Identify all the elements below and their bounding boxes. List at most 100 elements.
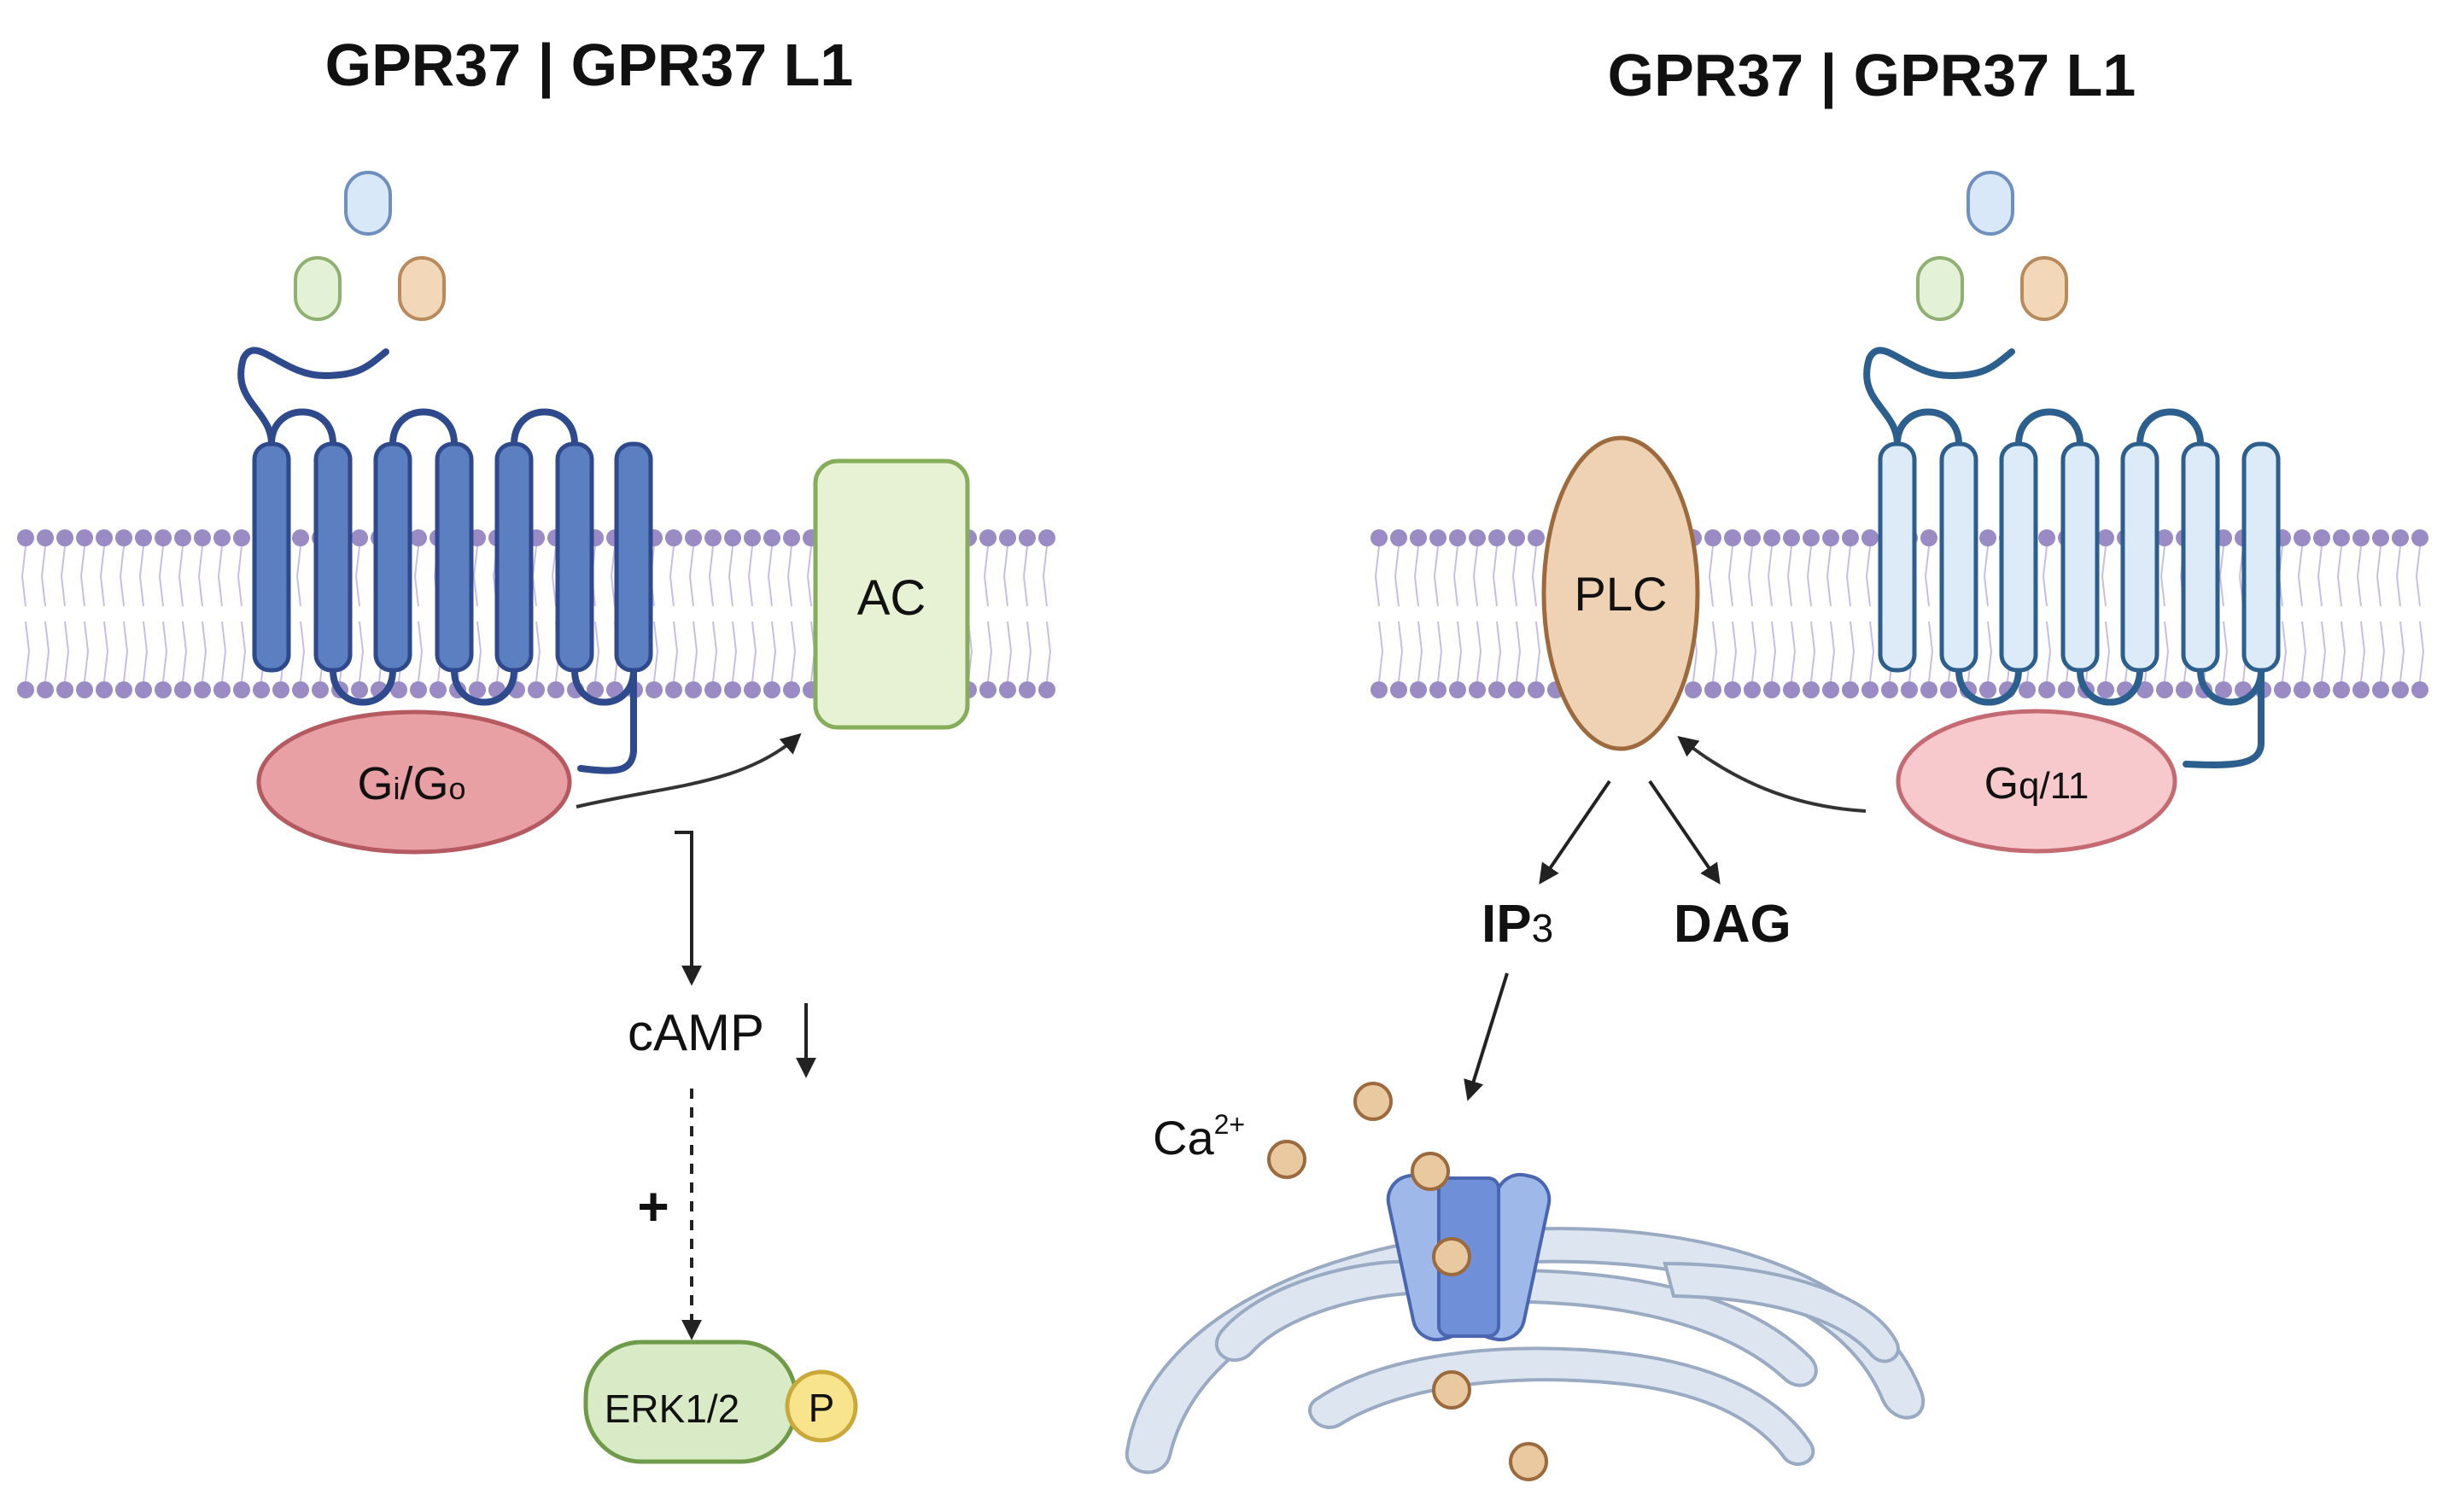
lipid-head <box>744 681 761 698</box>
lipid-head <box>724 681 741 698</box>
lipid-tail <box>791 621 797 682</box>
lipid-tail <box>535 621 541 682</box>
lipid-tail <box>1516 621 1522 682</box>
lipid-head <box>1803 529 1820 546</box>
lipid-head <box>135 529 152 546</box>
lipid-tail <box>1433 546 1439 607</box>
lipid-head <box>1469 529 1486 546</box>
transmembrane-helix <box>555 441 594 673</box>
phosphate-label: P <box>809 1386 835 1430</box>
lipid-head <box>2333 681 2350 698</box>
calcium-ion <box>1432 1370 1471 1410</box>
activation-arrow-gi-to-ac <box>576 733 802 809</box>
lipid-tail <box>221 621 227 682</box>
lipid-tail <box>1535 621 1541 682</box>
lipid-head <box>2392 681 2409 698</box>
transmembrane-helix <box>313 441 353 673</box>
lipid-head <box>1842 681 1859 698</box>
lipid-tail <box>594 621 600 682</box>
lipid-head <box>2372 681 2389 698</box>
plus-sign: + <box>637 1176 669 1237</box>
lipid-head <box>1724 529 1741 546</box>
gi-go-label: Gi/Go <box>357 758 465 809</box>
lipid-head <box>1019 681 1036 698</box>
lipid-head <box>2411 529 2428 546</box>
lipid-tail <box>40 546 46 607</box>
lipid-tail <box>673 621 679 682</box>
lipid-head <box>665 681 682 698</box>
lipid-head <box>1370 681 1388 698</box>
lipid-head <box>1861 681 1879 698</box>
receptor-loops <box>268 408 637 706</box>
lipid-head <box>1390 681 1407 698</box>
lipid-tail <box>1865 546 1871 607</box>
lipid-tail <box>1492 546 1498 607</box>
lipid-head <box>1979 529 1996 546</box>
lipid-head <box>1488 681 1505 698</box>
lipid-head <box>1528 681 1545 698</box>
lipid-tail <box>1002 546 1008 607</box>
lipid-head <box>272 681 289 698</box>
lipid-tail <box>2218 546 2224 607</box>
er-cisterna-lower <box>1308 1346 1815 1466</box>
lipid-head <box>979 529 996 546</box>
lipid-head <box>37 681 54 698</box>
gpcr-receptor-left <box>237 347 653 774</box>
lipid-head <box>999 681 1016 698</box>
lipid-head <box>1488 529 1505 546</box>
lipid-tail <box>531 546 537 607</box>
calcium-ion <box>1432 1237 1471 1276</box>
lipid-head <box>1783 681 1800 698</box>
lipid-head <box>2156 529 2173 546</box>
lipid-head <box>1783 529 1800 546</box>
phosphate-group <box>785 1369 858 1443</box>
transmembrane-helix <box>373 441 412 673</box>
dag-label: DAG <box>1674 895 1791 954</box>
lipid-tail <box>786 546 792 607</box>
lipid-head <box>410 529 427 546</box>
lipid-head <box>2313 681 2330 698</box>
lipid-head <box>685 529 702 546</box>
lipid-tail <box>728 546 733 607</box>
lipid-tail <box>693 621 698 682</box>
lipid-tail <box>60 546 66 607</box>
lipid-tail <box>1987 621 1993 682</box>
ac-label: AC <box>857 570 926 626</box>
lipid-head <box>1744 529 1761 546</box>
ligand-green <box>294 256 342 321</box>
lipid-tail <box>2380 621 2386 682</box>
arrow-plc-to-dag <box>1648 779 1721 884</box>
lipid-head <box>704 529 722 546</box>
lipid-head <box>115 681 132 698</box>
lipid-tail <box>1511 546 1517 607</box>
lipid-head <box>96 529 113 546</box>
lipid-head <box>1704 681 1721 698</box>
erk-label: ERK1/2 <box>605 1386 740 1431</box>
lipid-tail <box>1983 546 1989 607</box>
lipid-tail <box>751 621 757 682</box>
phospholipase-c <box>1541 435 1700 751</box>
lipid-tail <box>1007 621 1013 682</box>
lipid-head <box>2019 681 2036 698</box>
lipid-head <box>646 681 663 698</box>
lipid-tail <box>300 621 306 682</box>
lipid-head <box>763 681 780 698</box>
lipid-head <box>744 529 761 546</box>
lipid-head <box>665 529 682 546</box>
receptor-n-terminus <box>237 347 389 447</box>
lipid-tail <box>182 621 188 682</box>
lipid-head <box>76 681 93 698</box>
receptor-c-terminus <box>577 667 638 774</box>
lipid-tail <box>1869 621 1875 682</box>
lipid-tail <box>84 621 90 682</box>
lipid-tail <box>119 546 125 607</box>
lipid-head <box>1822 529 1839 546</box>
lipid-head <box>96 681 113 698</box>
transmembrane-helix <box>1999 441 2038 673</box>
lipid-tail <box>1496 621 1502 682</box>
right-title: GPR37 | GPR37 L1 <box>1608 42 2136 109</box>
calcium-ion <box>1411 1152 1450 1191</box>
transmembrane-helix <box>2060 441 2100 673</box>
lipid-tail <box>476 621 482 682</box>
